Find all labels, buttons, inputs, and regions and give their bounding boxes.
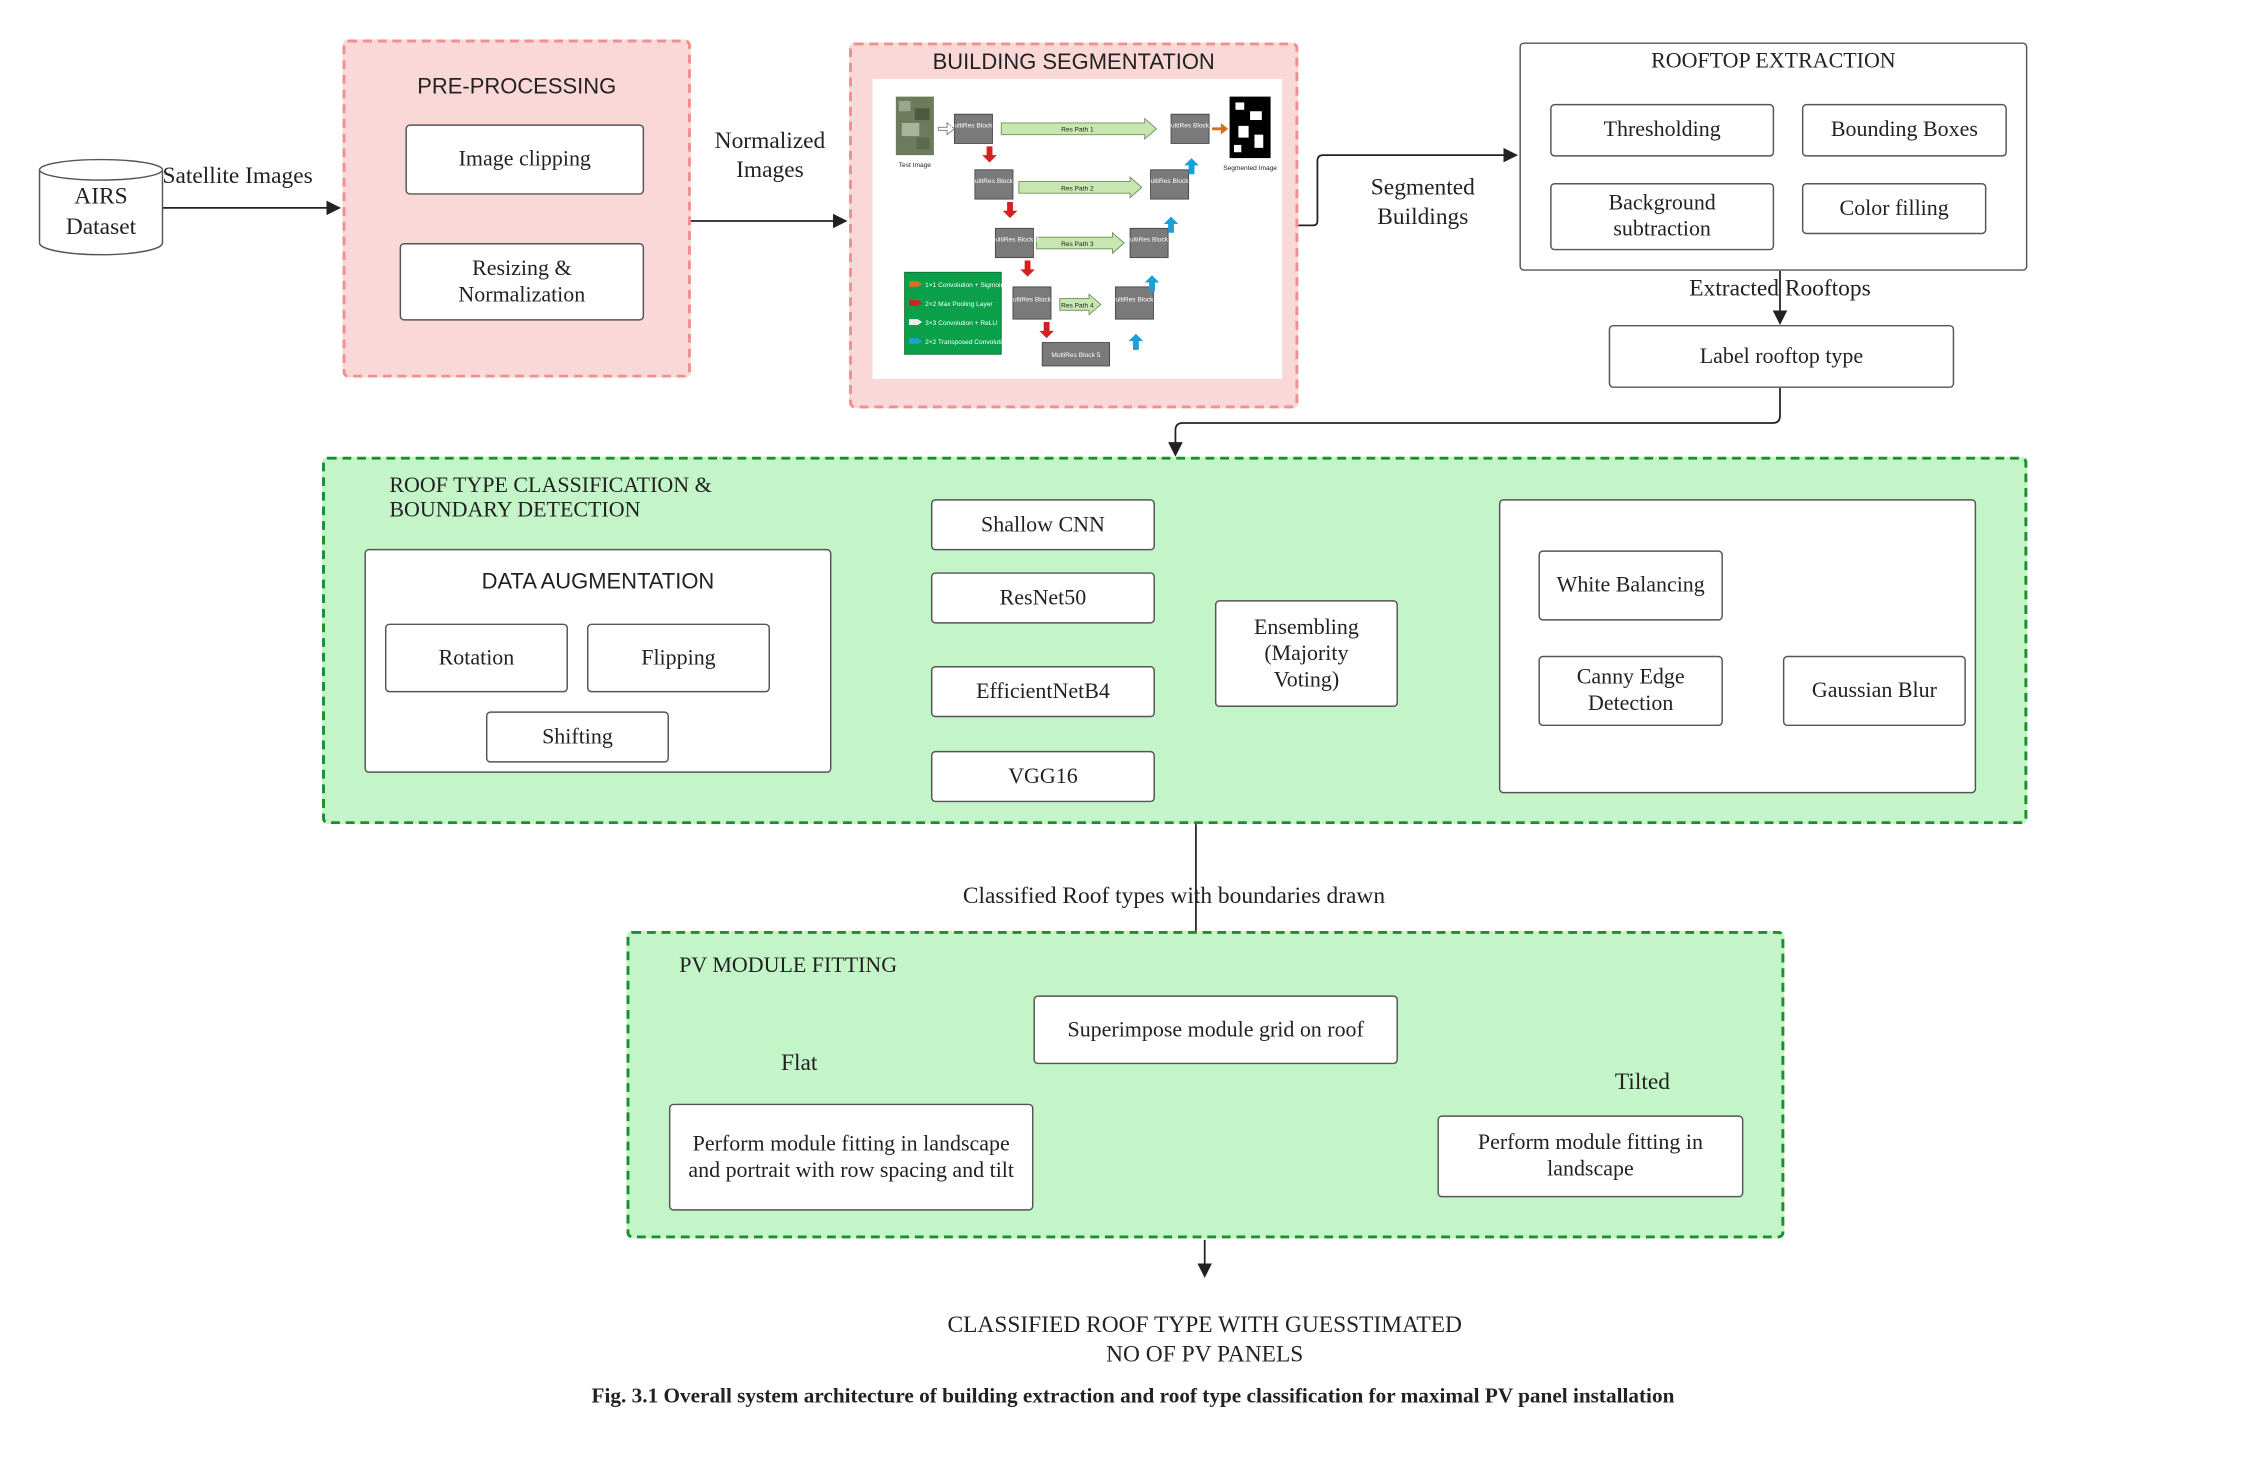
edge-label-normalized-images: Normalized Images	[714, 128, 826, 183]
shifting-step: Shifting	[485, 711, 669, 763]
model-resnet50: ResNet50	[930, 572, 1155, 624]
multires-block-3	[994, 227, 1034, 259]
pv-fitting-title: PV MODULE FITTING	[679, 954, 898, 978]
res-path-4	[1059, 293, 1102, 316]
figure-caption: Fig. 3.1 Overall system architecture of …	[591, 1384, 1675, 1409]
maxpool-arrow-1	[982, 146, 997, 163]
edge-label-flat: Flat	[781, 1051, 818, 1076]
res-path-3-label: Res Path 3	[1061, 241, 1094, 248]
color-filling-step: Color filling	[1801, 182, 1987, 235]
legend-item-1: 1×1 Convolution + Sigmoid	[925, 282, 1004, 289]
maxpool-arrow-3	[1020, 260, 1035, 277]
final-output: CLASSIFIED ROOF TYPE WITH GUESSTIMATED N…	[947, 1313, 1462, 1368]
legend-item-3: 3×3 Convolution + ReLU	[925, 320, 997, 327]
multires-block-9	[1170, 113, 1210, 144]
multires-block-1	[953, 113, 993, 144]
segmentation-panel: BUILDING SEGMENTATION Test Image Segment…	[849, 42, 1299, 409]
output-label: Segmented Image	[1223, 165, 1277, 172]
transposed-conv-arrow-2	[1144, 275, 1160, 292]
transposed-conv-arrow-3	[1163, 216, 1179, 233]
rooftop-extraction-panel: ROOFTOP EXTRACTION Thresholding Bounding…	[1519, 42, 2028, 271]
input-label: Test Image	[899, 162, 932, 169]
model-efficientnetb4: EfficientNetB4	[930, 666, 1155, 718]
res-path-1	[1000, 117, 1158, 141]
res-path-3	[1035, 231, 1125, 255]
preprocessing-title: PRE-PROCESSING	[417, 74, 617, 100]
block-3-label: MultiRes Block 3	[990, 237, 1039, 244]
rooftop-extraction-title: ROOFTOP EXTRACTION	[1651, 49, 1896, 74]
res-path-4-label: Res Path 4	[1061, 302, 1094, 309]
white-balancing-step: White Balancing	[1538, 550, 1723, 621]
test-image-thumbnail	[895, 96, 934, 156]
flipping-step: Flipping	[586, 623, 770, 693]
bounding-boxes-step: Bounding Boxes	[1801, 103, 2007, 157]
image-clipping-step: Image clipping	[405, 124, 645, 195]
legend: 1×1 Convolution + Sigmoid 2×2 Max Poolin…	[904, 271, 1009, 355]
edge-label-extracted-rooftops: Extracted Rooftops	[1689, 276, 1871, 302]
multires-block-6	[1114, 286, 1154, 320]
legend-item-4: 2×2 Transposed Convolution	[925, 339, 1009, 346]
transposed-conv-arrow-4	[1184, 158, 1199, 175]
edge-label-segmented-buildings: Segmented Buildings	[1370, 175, 1475, 230]
multires-block-8	[1150, 169, 1190, 200]
preprocessing-panel: PRE-PROCESSING Image clipping Resizing &…	[342, 39, 691, 378]
ensembling-step: Ensembling (Majority Voting)	[1214, 600, 1398, 708]
block-5-label: MultiRes Block 5	[1051, 352, 1100, 359]
label-rooftop-type-step: Label rooftop type	[1608, 324, 1955, 388]
multires-block-5	[1041, 342, 1110, 367]
boundary-detection-panel	[1498, 499, 1977, 794]
edge-label-satellite-images: Satellite Images	[162, 163, 313, 189]
block-1-label: MultiRes Block 1	[949, 122, 998, 129]
multires-block-4	[1012, 286, 1052, 320]
resizing-normalization-step: Resizing & Normalization	[399, 242, 645, 321]
edge-label-tilted: Tilted	[1614, 1070, 1670, 1095]
block-2-label: MultiRes Block 2	[969, 178, 1018, 185]
maxpool-arrow-2	[1002, 202, 1018, 219]
unet-architecture-figure: Test Image Segmented Image Res Path 1 Re…	[872, 79, 1283, 380]
flat-fitting-step: Perform module fitting in landscape and …	[668, 1103, 1034, 1211]
canny-edge-detection-step: Canny Edge Detection	[1538, 655, 1723, 727]
maxpool-arrow-4	[1039, 322, 1054, 339]
database-icon	[38, 158, 164, 256]
block-8-label: MultiRes Block 8	[1145, 178, 1194, 185]
multires-block-2	[974, 169, 1014, 200]
res-path-1-label: Res Path 1	[1061, 127, 1094, 134]
block-6-label: MultiRes Block 6	[1110, 297, 1159, 304]
rotation-step: Rotation	[384, 623, 568, 693]
block-4-label: MultiRes Block 4	[1007, 297, 1056, 304]
data-augmentation-panel: DATA AUGMENTATION Rotation Flipping Shif…	[364, 548, 832, 773]
model-shallow-cnn: Shallow CNN	[930, 499, 1155, 551]
thresholding-step: Thresholding	[1550, 103, 1775, 157]
transposed-conv-arrow-1	[1128, 333, 1144, 350]
dataset-label: AIRS Dataset	[65, 184, 137, 241]
res-path-2	[1018, 176, 1143, 199]
legend-item-2: 2×2 Max Pooling Layer	[925, 301, 993, 308]
segmentation-title: BUILDING SEGMENTATION	[932, 49, 1215, 75]
classification-title: ROOF TYPE CLASSIFICATION & BOUNDARY DETE…	[389, 474, 712, 523]
gaussian-blur-step: Gaussian Blur	[1782, 655, 1966, 727]
segmented-image-thumbnail	[1229, 96, 1271, 159]
res-path-2-label: Res Path 2	[1061, 185, 1094, 192]
superimpose-grid-step: Superimpose module grid on roof	[1033, 995, 1398, 1065]
background-subtraction-step: Background subtraction	[1550, 182, 1775, 251]
block-7-label: MultiRes Block 7	[1125, 237, 1174, 244]
model-vgg16: VGG16	[930, 750, 1155, 803]
data-augmentation-title: DATA AUGMENTATION	[481, 569, 715, 595]
edge-label-classified-roof-types: Classified Roof types with boundaries dr…	[962, 884, 1386, 910]
block-9-label: MultiRes Block 9	[1166, 122, 1215, 129]
multires-block-7	[1129, 227, 1169, 259]
tilted-fitting-step: Perform module fitting in landscape	[1437, 1115, 1744, 1198]
